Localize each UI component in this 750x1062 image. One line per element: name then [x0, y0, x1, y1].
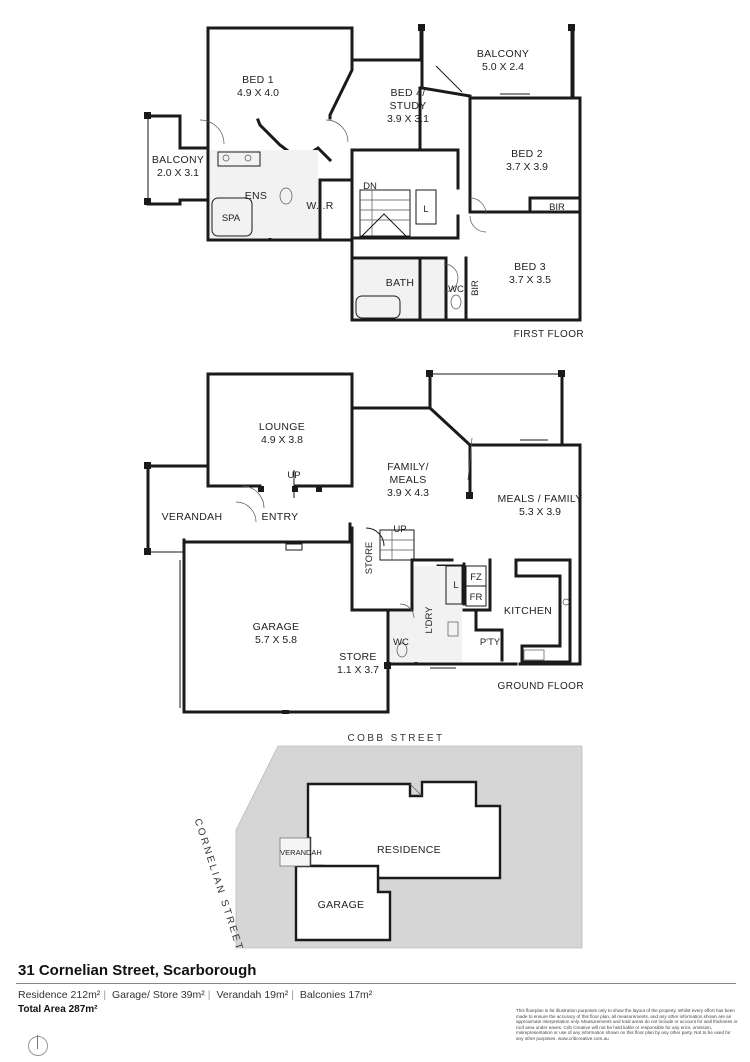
bir-side-label: BIR: [470, 280, 481, 296]
area-garage-value: 39m²: [180, 989, 205, 1001]
laundry-label: L'DRY: [424, 606, 435, 634]
linen-label-first: L: [423, 204, 428, 215]
family-dim: 3.9 X 4.3: [387, 487, 429, 499]
garage-dim: 5.7 X 5.8: [255, 634, 297, 646]
lounge-name: LOUNGE: [259, 421, 305, 433]
bed3-name: BED 3: [514, 261, 546, 273]
balcony-left-dim: 2.0 X 3.1: [157, 167, 199, 179]
area-balconies-value: 17m²: [348, 989, 373, 1001]
pantry-label: P'TY: [480, 637, 501, 648]
fr-label: FR: [470, 592, 483, 603]
bed1-name: BED 1: [242, 74, 274, 86]
verandah-label: VERANDAH: [162, 511, 223, 523]
dn-label: DN: [363, 181, 377, 192]
wir-label: W.I.R: [306, 200, 333, 212]
area-residence-value: 212m²: [70, 989, 101, 1001]
garage-footprint: [294, 864, 392, 942]
verandah-footprint: [279, 837, 311, 867]
fz-label: FZ: [470, 572, 482, 583]
meals-dim: 5.3 X 3.9: [519, 506, 561, 518]
area-separator: |: [291, 989, 294, 1001]
footer-divider: [16, 983, 736, 984]
bath-label: BATH: [386, 277, 414, 289]
area-summary: Residence 212m²| Garage/ Store 39m²| Ver…: [18, 989, 372, 1001]
floor-plan-drawing: BED 1 4.9 X 4.0 BALCONY 5.0 X 2.4 BED 4/…: [144, 24, 584, 953]
entry-label: ENTRY: [262, 511, 299, 523]
area-residence-label: Residence: [18, 989, 68, 1001]
wc-label-ground: WC: [393, 637, 409, 648]
site-plan: COBB STREET CORNELIAN STREET RESIDENCE V…: [192, 733, 583, 953]
residence-label: RESIDENCE: [377, 844, 441, 856]
meals-name: MEALS / FAMILY: [497, 493, 582, 505]
ground-floor-plan: [144, 370, 582, 714]
store-name: STORE: [339, 651, 376, 663]
bed4-name2: STUDY: [389, 100, 426, 112]
bed2-name: BED 2: [511, 148, 543, 160]
first-floor-label: FIRST FLOOR: [514, 329, 584, 340]
wc-label-first: WC: [448, 284, 464, 295]
area-verandah-value: 19m²: [264, 989, 289, 1001]
lounge-dim: 4.9 X 3.8: [261, 434, 303, 446]
bed3-dim: 3.7 X 3.5: [509, 274, 551, 286]
balcony-left-name: BALCONY: [152, 154, 204, 166]
area-balconies-label: Balconies: [299, 989, 346, 1001]
family-name1: FAMILY/: [387, 461, 429, 473]
ground-floor-labels: LOUNGE 4.9 X 3.8 UP FAMILY/ MEALS 3.9 X …: [162, 421, 584, 692]
total-area-label: Total Area: [18, 1004, 66, 1015]
kitchen-label: KITCHEN: [504, 605, 552, 617]
disclaimer-text: This floorplan is for illustration purpo…: [516, 1008, 738, 1041]
cobb-street-label: COBB STREET: [348, 733, 445, 744]
balcony-top-name: BALCONY: [477, 48, 529, 60]
garage-name: GARAGE: [253, 621, 300, 633]
bir-top-label: BIR: [549, 202, 565, 213]
total-area: Total Area 287m²: [18, 1004, 97, 1015]
ground-floor-label: GROUND FLOOR: [498, 681, 584, 692]
store-dim: 1.1 X 3.7: [337, 664, 379, 676]
balcony-top-dim: 5.0 X 2.4: [482, 61, 524, 73]
linen-label-ground: L: [453, 580, 458, 591]
property-address: 31 Cornelian Street, Scarborough: [18, 962, 257, 979]
spa-label: SPA: [222, 213, 241, 224]
area-garage-label: Garage/ Store: [111, 989, 178, 1001]
store-vertical-label: STORE: [364, 542, 375, 575]
area-separator: |: [207, 989, 211, 1001]
first-floor-plan: [144, 24, 582, 322]
up-stair-label: UP: [393, 524, 406, 535]
up-lounge-label: UP: [287, 470, 300, 481]
first-floor-labels: BED 1 4.9 X 4.0 BALCONY 5.0 X 2.4 BED 4/…: [152, 48, 584, 340]
bed1-dim: 4.9 X 4.0: [237, 87, 279, 99]
north-compass-icon: [28, 1035, 48, 1056]
ens-label: ENS: [245, 190, 268, 202]
area-separator: |: [103, 989, 107, 1001]
total-area-value: 287m²: [68, 1004, 98, 1015]
site-verandah-label: VERANDAH: [280, 848, 322, 857]
bed2-dim: 3.7 X 3.9: [506, 161, 548, 173]
bed4-dim: 3.9 X 3.1: [387, 113, 429, 125]
family-name2: MEALS: [389, 474, 426, 486]
area-verandah-label: Verandah: [216, 989, 262, 1001]
bed4-name1: BED 4/: [390, 87, 425, 99]
site-garage-label: GARAGE: [318, 899, 365, 911]
